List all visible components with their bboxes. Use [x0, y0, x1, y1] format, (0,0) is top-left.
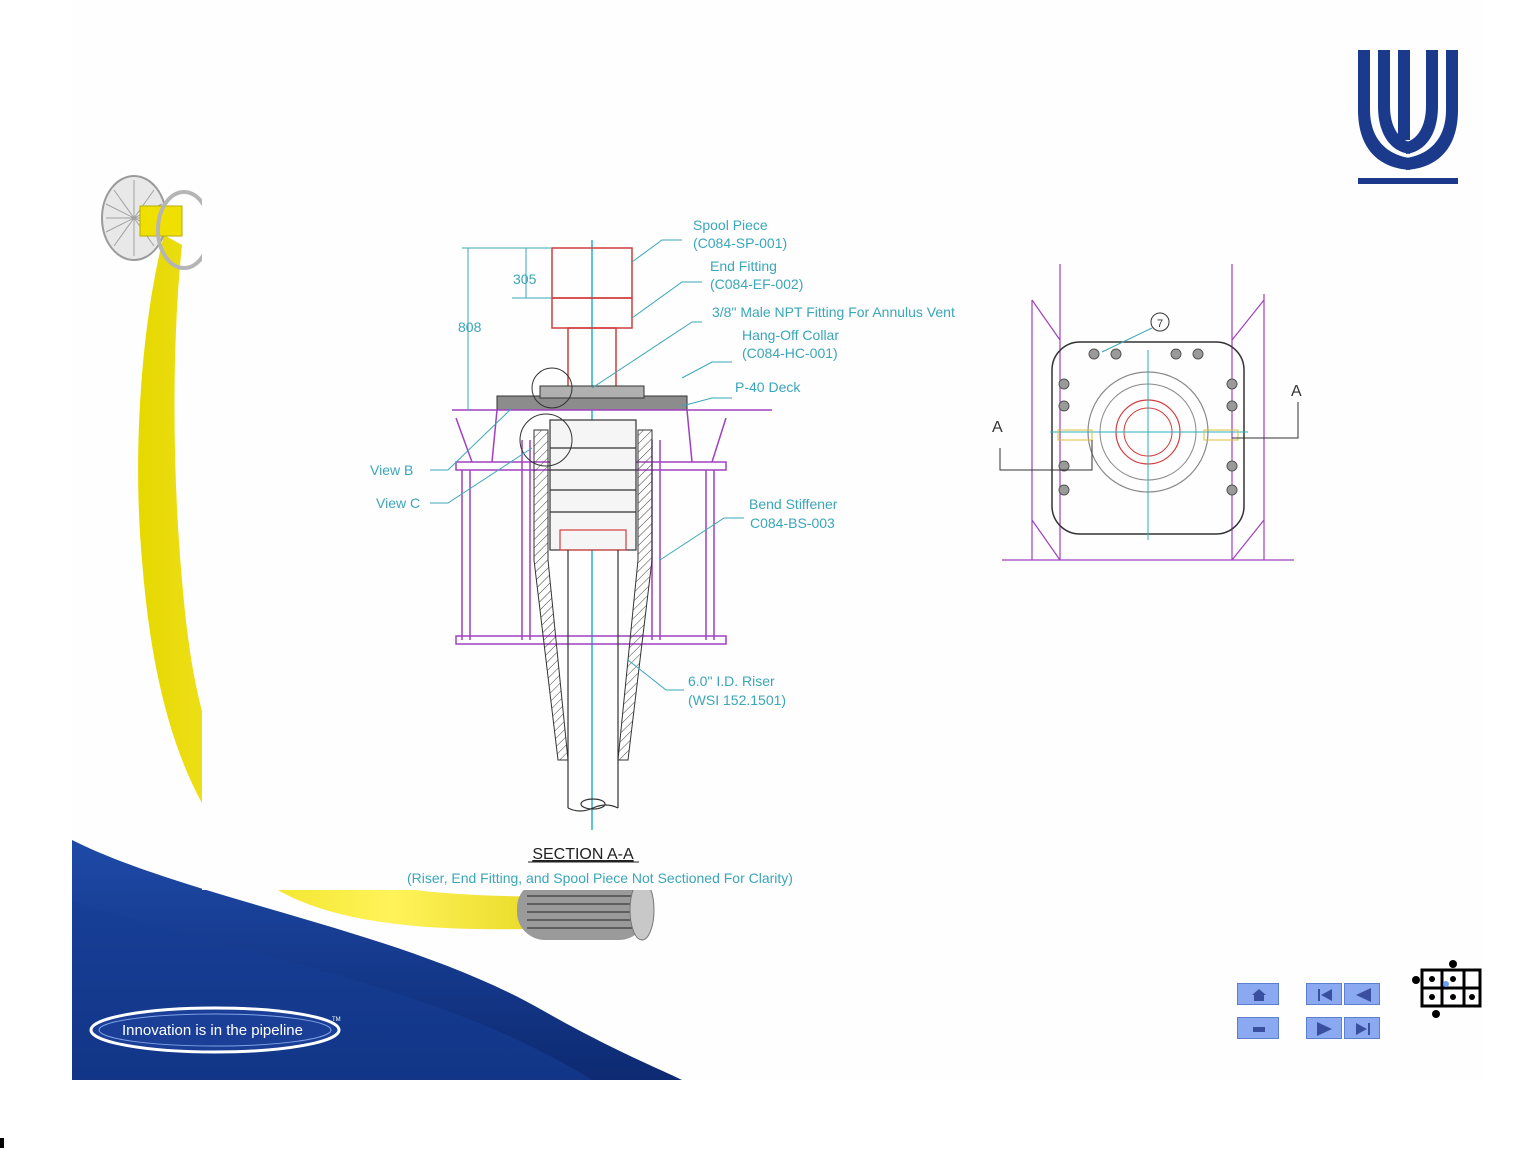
label-hang-off-collar-ref: (C084-HC-001) [742, 345, 838, 361]
label-spool-piece-ref: (C084-SP-001) [693, 235, 787, 251]
label-view-b: View B [370, 462, 413, 478]
return-button[interactable] [1237, 1017, 1279, 1039]
label-npt-fitting: 3/8" Male NPT Fitting For Annulus Vent [712, 304, 955, 320]
next-slide-button[interactable] [1306, 1017, 1342, 1039]
dimension-808: 808 [458, 319, 482, 335]
label-riser: 6.0" I.D. Riser [688, 673, 775, 689]
plan-view-drawing: 7 A A [992, 264, 1302, 561]
tagline-badge: Innovation is in the pipeline TM [89, 1006, 341, 1054]
return-icon [1253, 1027, 1265, 1032]
label-riser-ref: (WSI 152.1501) [688, 692, 786, 708]
leader-lines [430, 239, 744, 691]
label-spool-piece: Spool Piece [693, 217, 768, 233]
previous-slide-button[interactable] [1344, 983, 1380, 1005]
section-aa-drawing: 305 808 Spool Piece (C084-SP-001) End Fi… [370, 217, 955, 886]
wellstream-logo-icon [1358, 50, 1458, 184]
section-title: SECTION A-A [532, 846, 634, 863]
corner-mark [0, 1138, 4, 1148]
section-mark-right: A [1291, 383, 1302, 400]
home-button[interactable] [1237, 983, 1279, 1005]
view-c-circle [519, 413, 573, 467]
label-p40-deck: P-40 Deck [735, 379, 801, 395]
first-slide-icon [1318, 989, 1332, 1001]
label-hang-off-collar: Hang-Off Collar [742, 327, 839, 343]
puzzle-icon[interactable] [1410, 958, 1482, 1024]
last-slide-icon [1356, 1023, 1370, 1035]
background-art: Innovation is in the pipeline TM [72, 170, 1482, 1080]
reel [101, 175, 212, 270]
deck-structure [455, 409, 727, 645]
dimension-305: 305 [513, 271, 537, 287]
end-fitting-shape [549, 419, 637, 551]
dimension-lines [462, 247, 552, 410]
home-icon [1252, 989, 1266, 1001]
riser-shape [567, 550, 619, 812]
section-mark-left: A [992, 419, 1003, 436]
bolt-holes [1058, 348, 1238, 496]
label-bend-stiffener: Bend Stiffener [749, 496, 838, 512]
tagline-text: Innovation is in the pipeline [122, 1022, 303, 1039]
last-slide-button[interactable] [1344, 1017, 1380, 1039]
first-slide-button[interactable] [1306, 983, 1342, 1005]
item-balloon-text: 7 [1157, 318, 1163, 330]
next-slide-icon [1317, 1022, 1332, 1036]
view-b-circle [531, 367, 573, 409]
section-subtitle: (Riser, End Fitting, and Spool Piece Not… [407, 870, 793, 886]
label-view-c: View C [376, 495, 420, 511]
trademark-text: TM [332, 1017, 341, 1023]
label-end-fitting: End Fitting [710, 258, 777, 274]
previous-slide-icon [1356, 988, 1371, 1002]
slide: Innovation is in the pipeline TM [72, 0, 1482, 1080]
label-bend-stiffener-ref: C084-BS-003 [750, 515, 835, 531]
label-end-fitting-ref: (C084-EF-002) [710, 276, 803, 292]
